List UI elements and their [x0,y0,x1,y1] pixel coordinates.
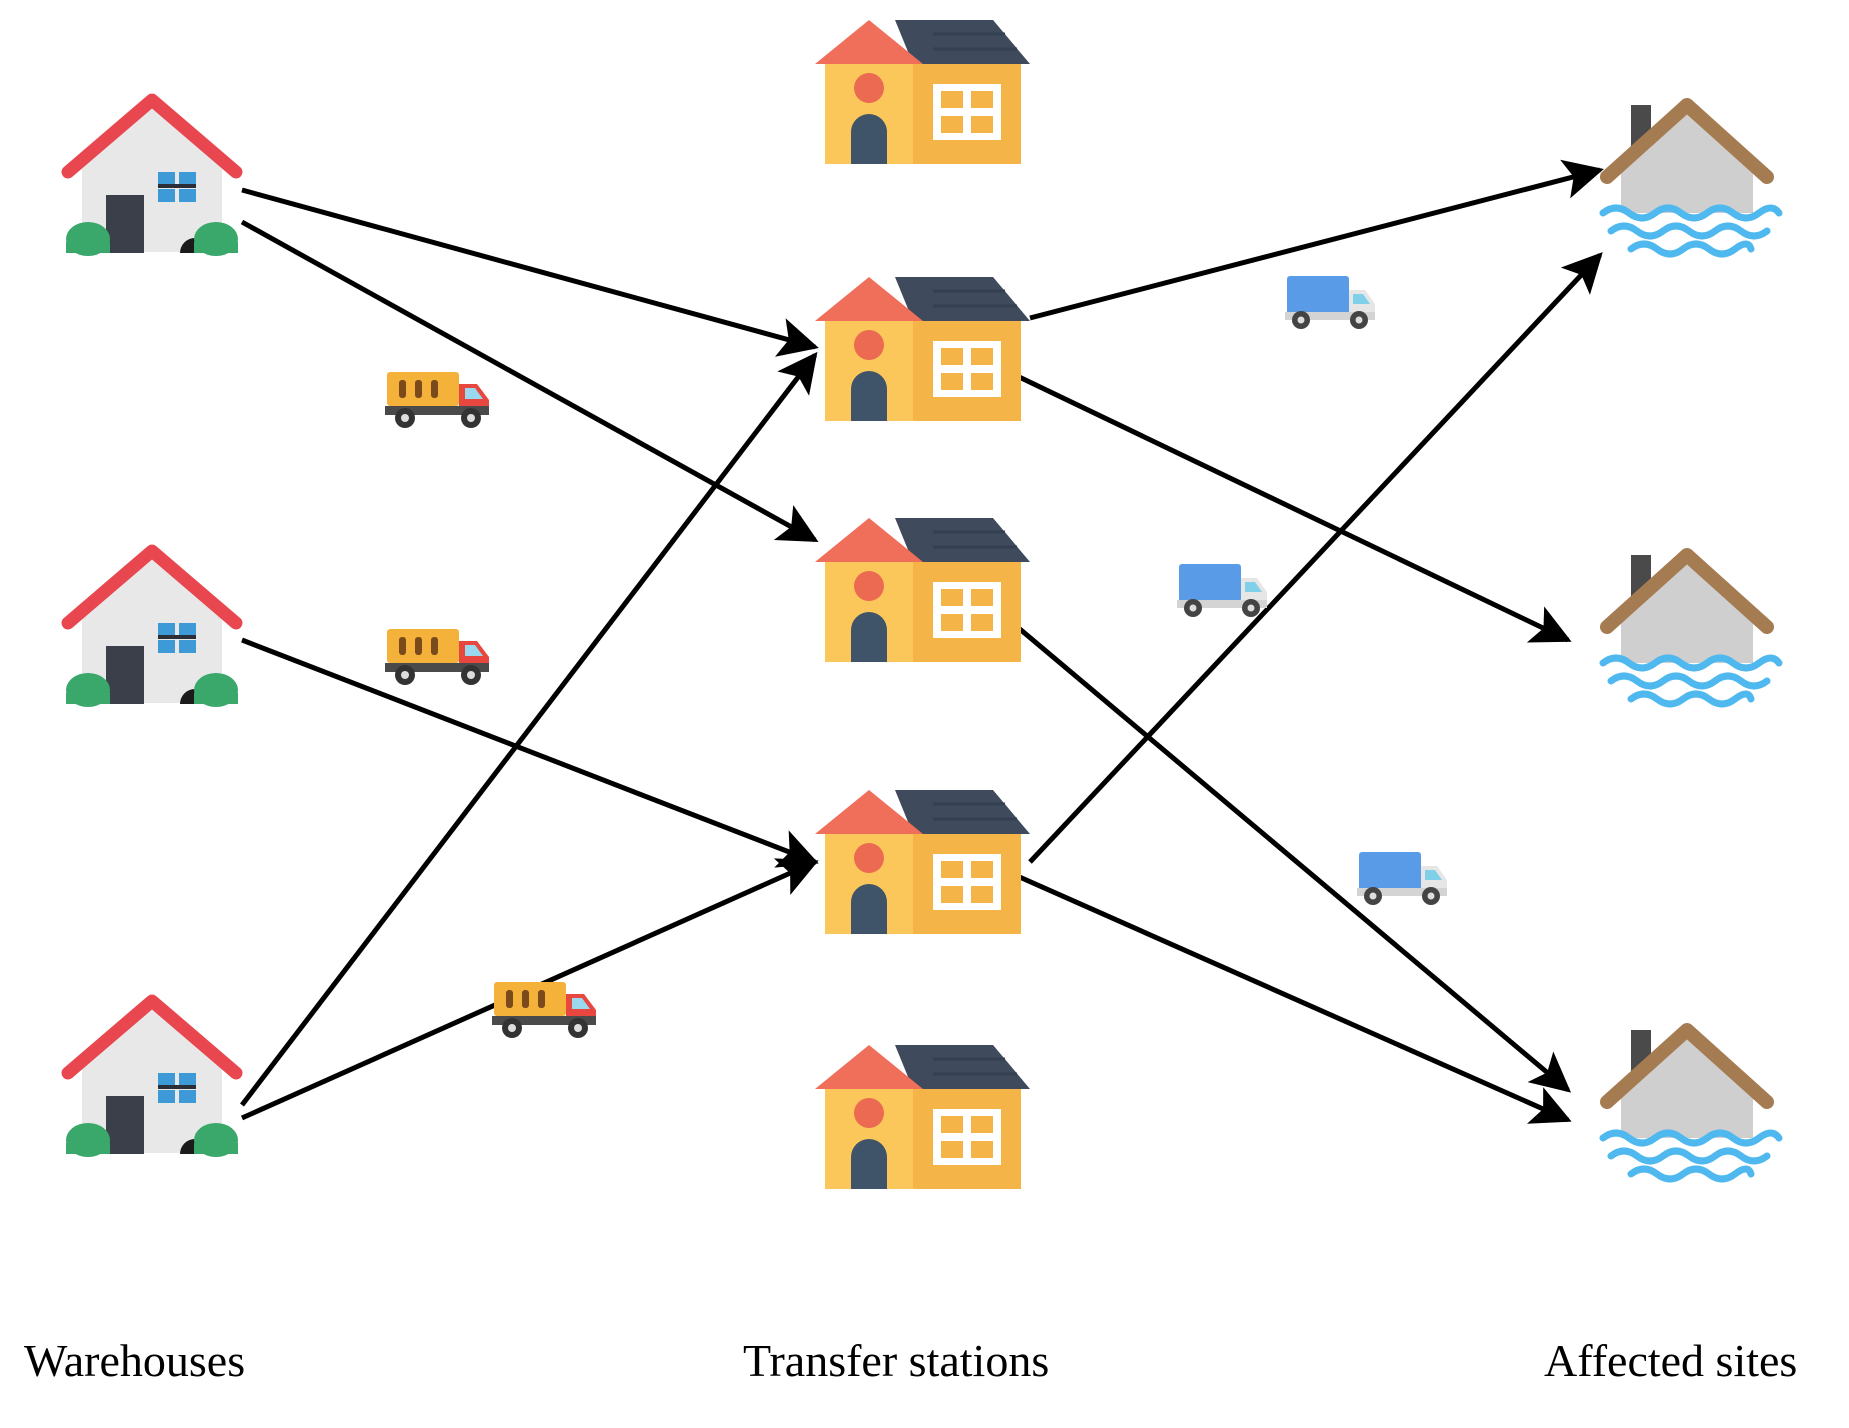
warehouses-label: Warehouses [24,1335,246,1386]
edge-arrow-w2-t4 [241,637,819,868]
flooded-house-icon [1603,1030,1779,1179]
edge-arrow-w1-t2 [241,187,819,357]
edge-arrow-w3-t2 [240,351,818,1107]
blue-delivery-truck-icon [1357,852,1447,905]
affected-sites-label: Affected sites [1544,1335,1798,1386]
edge-arrow-t4-a3 [1013,872,1572,1124]
transfer-station-building-icon [813,275,1032,423]
orange-cargo-truck-icon [492,982,596,1038]
orange-cargo-truck-icon [385,629,489,685]
warehouse-house-icon [62,551,242,707]
edge-arrow-t4-a1 [1028,252,1603,864]
warehouse-house-icon [62,1001,242,1157]
transfer-station-building-icon [813,788,1032,936]
warehouse-house-icon [62,100,242,256]
flooded-house-icon [1603,105,1779,254]
orange-cargo-truck-icon [385,372,489,428]
blue-delivery-truck-icon [1285,276,1375,329]
transfer-stations-label: Transfer stations [743,1335,1050,1386]
edge-arrow-t2-a2 [1013,372,1572,643]
transfer-station-building-icon [813,18,1032,166]
edge-arrow-t2-a1 [1029,159,1604,321]
transfer-station-building-icon [813,516,1032,664]
flooded-house-icon [1603,555,1779,704]
blue-delivery-truck-icon [1177,564,1267,617]
edge-arrow-w1-t3 [240,219,819,543]
transfer-station-building-icon [813,1043,1032,1191]
edge-arrow-t3-a3 [1013,623,1572,1093]
